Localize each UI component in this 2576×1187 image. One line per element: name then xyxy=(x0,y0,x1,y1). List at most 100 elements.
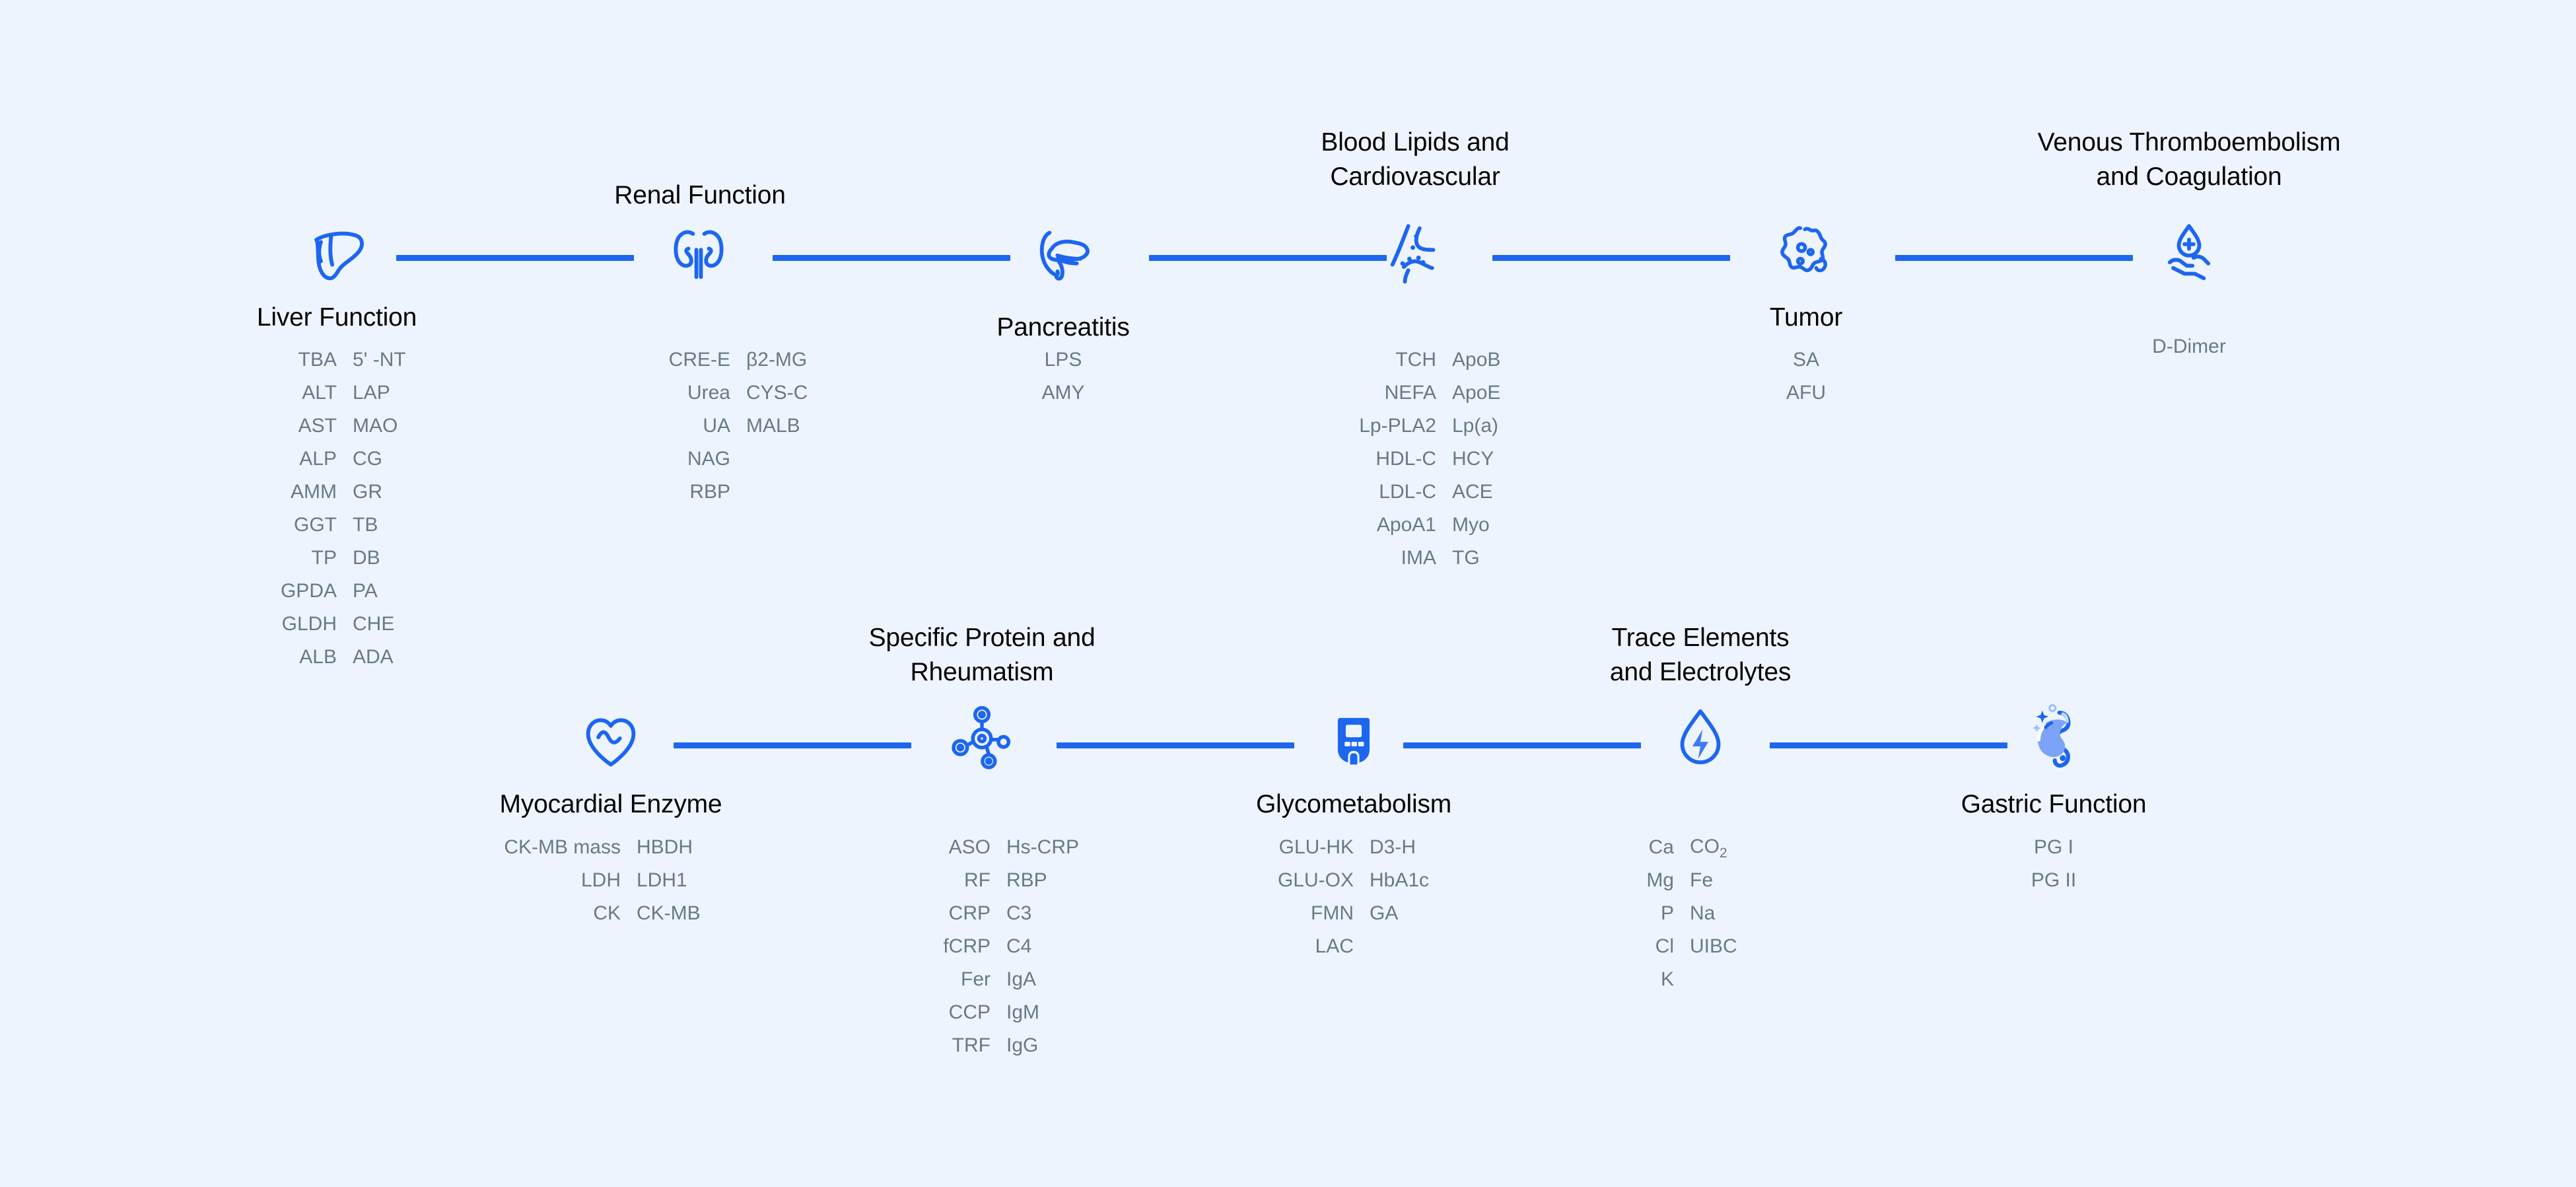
analyte-item: LDH xyxy=(580,869,621,891)
analyte-item: LAC xyxy=(1315,935,1354,957)
analyte-item: TG xyxy=(1452,547,1480,569)
analyte-item: CG xyxy=(353,448,382,470)
analyte-item: HbA1c xyxy=(1370,869,1430,891)
analyte-item: ApoA1 xyxy=(1376,514,1436,536)
analyte-item: ALP xyxy=(299,448,337,470)
connector-tumor-to-vte xyxy=(1895,255,2133,261)
node-title: Specific Protein and Rheumatism xyxy=(868,624,1096,686)
analyte-item: RBP xyxy=(689,481,730,503)
connector-trace-to-gastric xyxy=(1770,742,2007,748)
node-title: Trace Elements and Electrolytes xyxy=(1609,624,1792,686)
analyte-item: ADA xyxy=(353,646,394,668)
analyte-item: ALB xyxy=(299,646,337,668)
analyte-item: GLDH xyxy=(281,613,337,635)
analyte-item: C3 xyxy=(1006,902,1032,924)
analyte-item: RF xyxy=(964,869,991,891)
analyte-item: SA xyxy=(1792,349,1820,371)
artery-plaque-icon xyxy=(1379,215,1451,287)
node-title: Blood Lipids and Cardiovascular xyxy=(1321,128,1510,191)
analyte-item: D3-H xyxy=(1370,836,1416,858)
analyte-item: Fer xyxy=(961,968,991,990)
analyte-item: AST xyxy=(298,415,337,437)
analyte-item: fCRP xyxy=(943,935,991,957)
analyte-item: CK-MB xyxy=(637,902,701,924)
node-title: Glycometabolism xyxy=(1255,790,1452,818)
analyte-item: AMY xyxy=(1041,382,1085,404)
electrolyte-drop-icon xyxy=(1664,702,1737,775)
analyte-item: Urea xyxy=(687,382,730,404)
node-item-list: LPS AMY xyxy=(964,343,1162,410)
analyte-item: LDL-C xyxy=(1379,481,1436,503)
node-title: Venous Thromboembolism and Coagulation xyxy=(2037,128,2341,191)
analyte-item: CCP xyxy=(948,1001,991,1023)
connector-lipids-to-tumor xyxy=(1492,255,1730,261)
liver-icon xyxy=(300,219,373,292)
analyte-item: LPS xyxy=(1044,349,1082,371)
connector-protein-to-glyco xyxy=(1057,742,1294,748)
pancreas-icon xyxy=(1027,218,1099,291)
connector-renal-to-pancreas xyxy=(773,255,1010,261)
blood-drop-hand-icon xyxy=(2153,215,2225,287)
node-title: Myocardial Enzyme xyxy=(499,790,722,818)
node-item-list: D-Dimer xyxy=(2090,330,2288,363)
analyte-item: NAG xyxy=(687,448,730,470)
analyte-item: Na xyxy=(1690,902,1716,924)
analyte-item: CRE-E xyxy=(668,349,730,371)
analyte-item: CRP xyxy=(948,902,991,924)
analyte-item: GR xyxy=(353,481,382,503)
connector-myocardial-to-protein xyxy=(674,742,911,748)
analyte-item: IgG xyxy=(1006,1034,1039,1056)
node-title: Pancreatitis xyxy=(996,313,1130,342)
analyte-item: Mg xyxy=(1646,869,1674,891)
analyte-item: LAP xyxy=(353,382,390,404)
analyte-item: Cl xyxy=(1655,935,1674,957)
analyte-item: TP xyxy=(311,547,337,569)
analyte-item: CK xyxy=(593,902,621,924)
analyte-item: MAO xyxy=(353,415,398,437)
analyte-item: ACE xyxy=(1452,481,1493,503)
analyte-item: CHE xyxy=(353,613,395,635)
analyte-item: P xyxy=(1660,902,1674,924)
analyte-item: IgA xyxy=(1006,968,1037,990)
analyte-item: TB xyxy=(353,514,378,536)
node-title: Tumor xyxy=(1769,303,1843,332)
analyte-item: TCH xyxy=(1395,349,1436,371)
heart-pulse-icon xyxy=(574,705,647,778)
analyte-item: NEFA xyxy=(1384,382,1436,404)
analyte-item: Ca xyxy=(1648,836,1674,858)
analyte-item: IMA xyxy=(1401,547,1436,569)
analyte-item: UIBC xyxy=(1690,935,1737,957)
analyte-item: TBA xyxy=(298,349,337,371)
analyte-item: IgM xyxy=(1006,1001,1040,1023)
connector-pancreas-to-lipids xyxy=(1149,255,1387,261)
analyte-item: DB xyxy=(353,547,380,569)
molecule-icon xyxy=(946,702,1018,775)
analyte-item: CO2 xyxy=(1690,835,1727,861)
analyte-item: RBP xyxy=(1006,869,1047,891)
analyte-item: FMN xyxy=(1311,902,1354,924)
analyte-item: ALT xyxy=(302,382,337,404)
analyte-item: MALB xyxy=(746,415,800,437)
analyte-item: K xyxy=(1660,968,1674,990)
connector-liver-to-renal xyxy=(396,255,634,261)
analyte-item: PG II xyxy=(2031,869,2077,891)
analyte-item: ApoB xyxy=(1452,349,1501,371)
analyte-item: GLU-OX xyxy=(1277,869,1354,891)
analyte-item: β2-MG xyxy=(746,349,808,371)
analyte-item: PA xyxy=(353,580,378,602)
node-title: Liver Function xyxy=(256,303,417,332)
tumor-cell-icon xyxy=(1770,218,1842,291)
analyte-item: Lp(a) xyxy=(1452,415,1499,437)
analyte-item: CYS-C xyxy=(746,382,808,404)
analyte-item: D-Dimer xyxy=(2152,336,2226,357)
analyte-item: ApoE xyxy=(1452,382,1501,404)
analyte-item: ASO xyxy=(948,836,991,858)
analyte-item: AMM xyxy=(291,481,337,503)
